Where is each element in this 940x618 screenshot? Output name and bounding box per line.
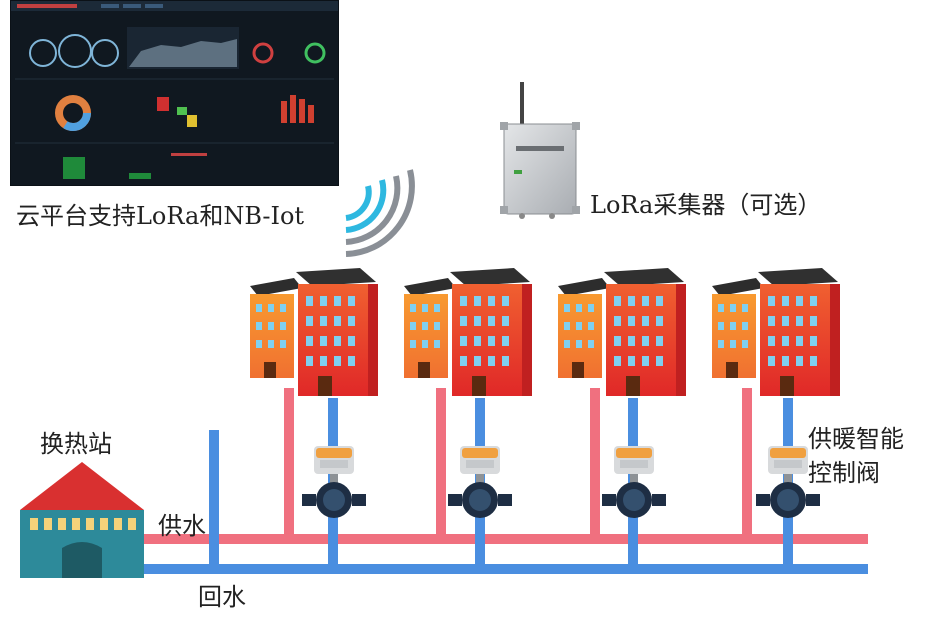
supply-pipe bbox=[138, 534, 868, 544]
pipe-network bbox=[138, 388, 868, 574]
return-water-label: 回水 bbox=[198, 583, 246, 611]
building-4 bbox=[712, 268, 840, 396]
smart-valve-label: 供暖智能 控制阀 bbox=[808, 422, 904, 490]
wireless-signal-icon bbox=[345, 169, 415, 257]
cloud-platform-label: 云平台支持LoRa和NB-Iot bbox=[16, 202, 305, 230]
building-3 bbox=[558, 268, 686, 396]
return-pipe bbox=[138, 564, 868, 574]
building-1 bbox=[250, 268, 378, 396]
cloud-dashboard-screenshot bbox=[10, 0, 339, 186]
supply-water-label: 供水 bbox=[158, 512, 206, 540]
smart-valve-label-line1: 供暖智能 bbox=[808, 425, 904, 453]
smart-valve-1 bbox=[302, 446, 366, 518]
lora-collector-box-icon bbox=[500, 82, 580, 219]
heat-station-label: 换热站 bbox=[40, 430, 112, 458]
lora-collector-label: LoRa采集器（可选） bbox=[590, 191, 822, 219]
smart-valve-2 bbox=[448, 446, 512, 518]
heat-exchange-station-icon bbox=[20, 462, 144, 578]
smart-valve-label-line2: 控制阀 bbox=[808, 459, 880, 487]
building-2 bbox=[404, 268, 532, 396]
smart-valve-3 bbox=[602, 446, 666, 518]
